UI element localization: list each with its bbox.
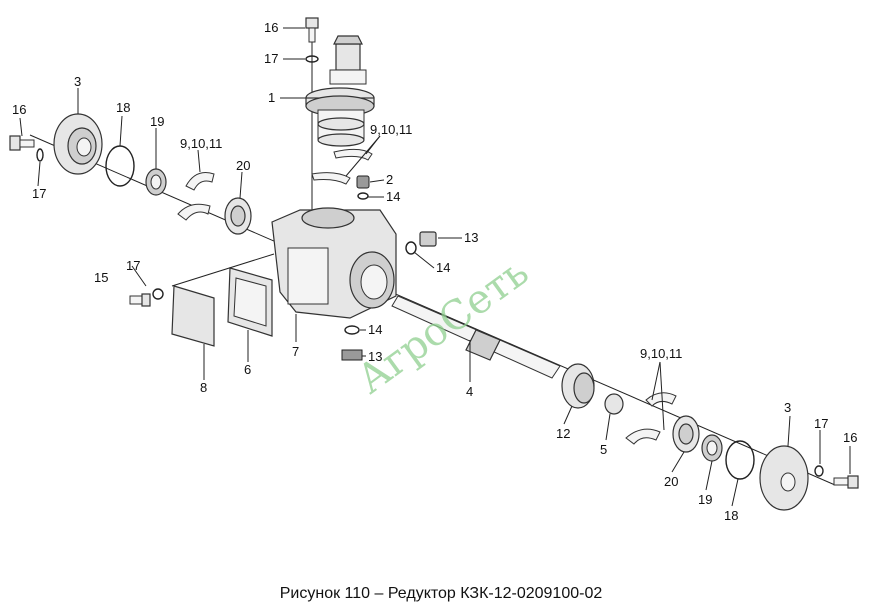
- part-9-10-11-right-shim-a: [645, 392, 677, 407]
- part-14-washer-a: [357, 192, 369, 200]
- part-18-left-o-ring: [105, 145, 135, 187]
- part-16-top-bolt: [305, 17, 319, 43]
- label-4: 4: [466, 384, 473, 399]
- label-18-left: 18: [116, 100, 130, 115]
- part-13-plug-b: [341, 349, 363, 361]
- label-17-right: 17: [814, 416, 828, 431]
- label-19-left: 19: [150, 114, 164, 129]
- label-1: 1: [268, 90, 275, 105]
- label-13-top: 13: [464, 230, 478, 245]
- part-9-10-11-right-shim-b: [625, 428, 661, 445]
- label-17-top: 17: [264, 51, 278, 66]
- figure-caption: Рисунок 110 – Редуктор КЗК-12-0209100-02: [280, 585, 603, 602]
- part-14-washer-b: [405, 241, 417, 255]
- part-20-right-bearing: [672, 415, 700, 453]
- label-14-mid: 14: [436, 260, 450, 275]
- part-6-gasket: [227, 267, 273, 337]
- label-14-top: 14: [386, 189, 400, 204]
- part-12-gear: [561, 363, 595, 409]
- part-8-cover-plate: [171, 285, 215, 347]
- part-17-left-washer: [36, 148, 44, 162]
- label-3-right: 3: [784, 400, 791, 415]
- label-5: 5: [600, 442, 607, 457]
- part-9-10-11-upper-shim-a: [333, 148, 373, 161]
- label-13-bottom: 13: [368, 349, 382, 364]
- part-9-10-11-left-shim-b: [177, 203, 211, 221]
- label-20-right: 20: [664, 474, 678, 489]
- label-7: 7: [292, 344, 299, 359]
- part-13-plug-a: [419, 231, 437, 247]
- part-17-bolt-washer: [152, 288, 164, 300]
- label-18-right: 18: [724, 508, 738, 523]
- part-7-gearbox-housing: [271, 207, 397, 319]
- part-1-bevel-shaft-assembly: [305, 35, 375, 147]
- part-17-right-washer: [814, 465, 824, 477]
- part-19-left-seal: [145, 168, 167, 196]
- part-labels: 16 17 1 3 16 17 18 19 9,10,11 20 9,10,11…: [12, 20, 857, 523]
- part-18-right-o-ring: [725, 440, 755, 480]
- label-9-10-11-right: 9,10,11: [640, 346, 682, 361]
- part-16-right-bolt: [833, 475, 859, 489]
- label-9-10-11-left: 9,10,11: [180, 136, 222, 151]
- label-8: 8: [200, 380, 207, 395]
- label-20-left: 20: [236, 158, 250, 173]
- label-16-left: 16: [12, 102, 26, 117]
- label-9-10-11-top: 9,10,11: [370, 122, 412, 137]
- label-16-top: 16: [264, 20, 278, 35]
- label-14-bottom: 14: [368, 322, 382, 337]
- part-3-right-flange-cover: [759, 445, 809, 511]
- leader-lines: [19, 27, 851, 507]
- part-14-washer-c: [344, 325, 360, 335]
- part-9-10-11-upper-shim-b: [311, 172, 351, 185]
- part-9-10-11-left-shim-a: [185, 172, 215, 191]
- label-17-mid: 17: [126, 258, 140, 273]
- part-5-bushing: [604, 393, 624, 415]
- label-15: 15: [94, 270, 108, 285]
- label-6: 6: [244, 362, 251, 377]
- main-axis-line: [29, 134, 836, 486]
- label-17-left: 17: [32, 186, 46, 201]
- part-20-left-bearing: [224, 197, 252, 235]
- label-3-left: 3: [74, 74, 81, 89]
- label-16-right: 16: [843, 430, 857, 445]
- label-2: 2: [386, 172, 393, 187]
- part-3-left-flange-cover: [53, 113, 103, 175]
- part-2-plug: [356, 175, 370, 189]
- part-19-right-seal: [701, 434, 723, 462]
- part-16-left-bolt: [9, 135, 35, 151]
- part-17-top-washer: [305, 55, 319, 63]
- label-12: 12: [556, 426, 570, 441]
- part-15-bolt: [129, 293, 151, 307]
- part-4-horizontal-shaft: [391, 295, 561, 379]
- label-19-right: 19: [698, 492, 712, 507]
